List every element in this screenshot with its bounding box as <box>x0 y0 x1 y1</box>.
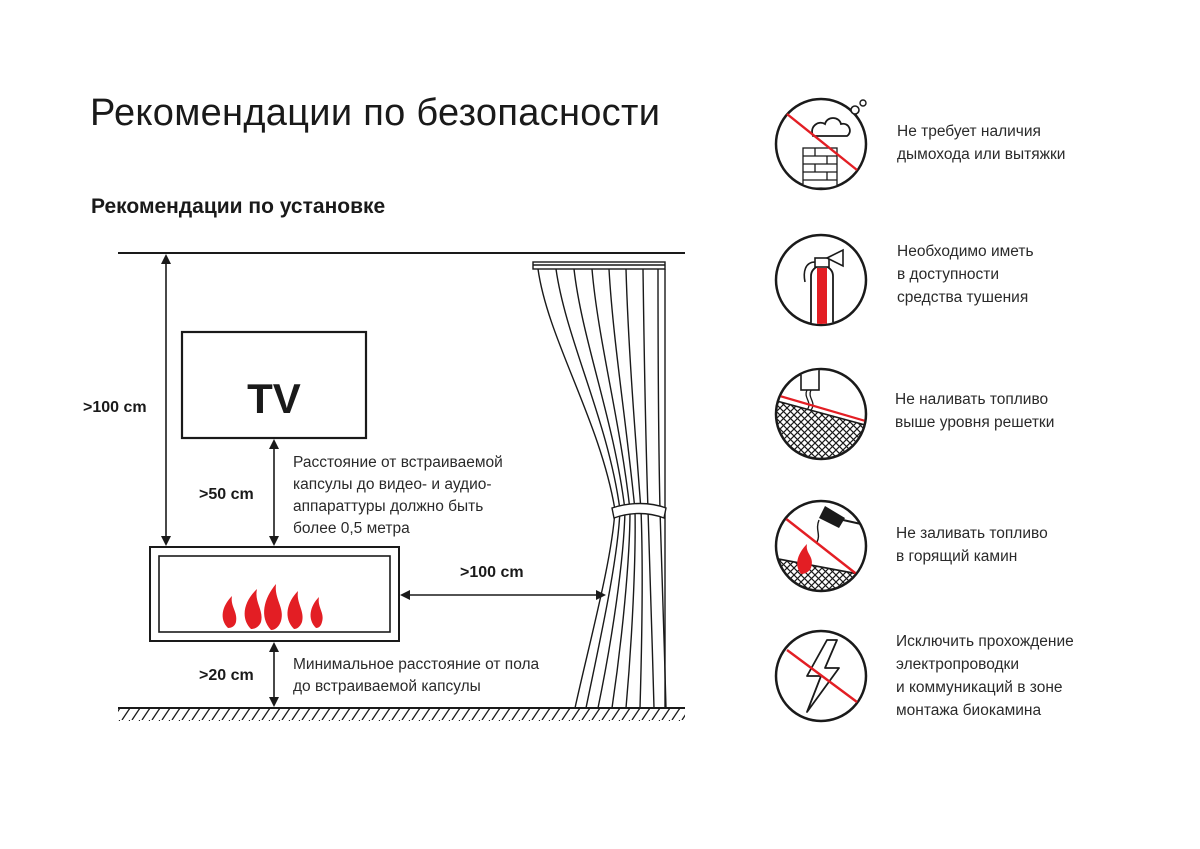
dim-label-tv: >50 cm <box>199 486 254 503</box>
fire-extinguisher-icon <box>774 233 868 327</box>
fuel-grate-icon <box>774 367 868 461</box>
dim-label-curtain: >100 cm <box>460 564 524 581</box>
page-title: Рекомендации по безопасности <box>90 92 661 134</box>
no-refuel-burning-icon <box>774 499 868 593</box>
section-subtitle: Рекомендации по установке <box>91 195 386 218</box>
dim-label-floor: >20 cm <box>199 667 254 684</box>
floor-hatch <box>118 709 685 721</box>
note-tv-distance: Расстояние от встраиваемой капсулы до ви… <box>293 454 503 537</box>
no-chimney-icon <box>774 97 868 191</box>
curtain <box>532 261 667 709</box>
dim-label-ceiling: >100 cm <box>83 399 147 416</box>
no-wiring-icon <box>774 629 868 723</box>
flames <box>222 584 323 630</box>
note-floor-distance: Минимальное расстояние от пола до встраи… <box>293 656 540 695</box>
tv-label: TV <box>247 375 301 422</box>
tv-box <box>180 330 368 440</box>
